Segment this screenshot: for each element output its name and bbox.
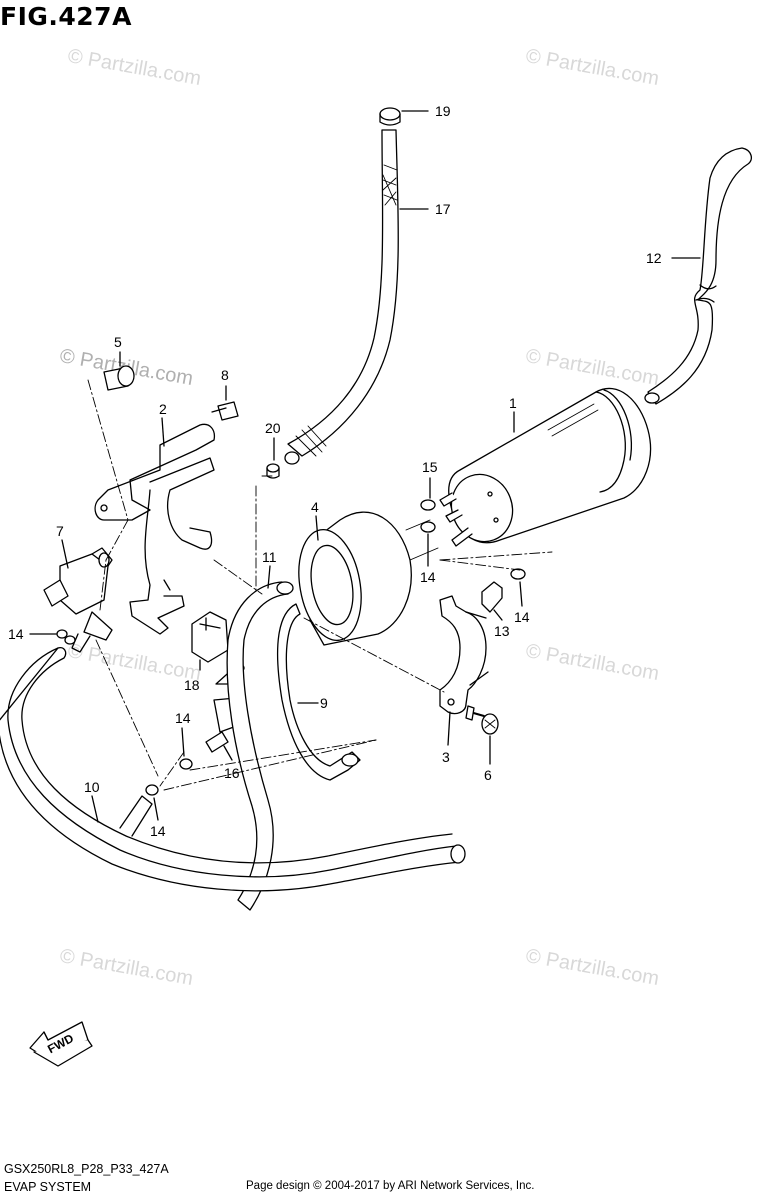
callout-9: 9 [320,695,328,711]
callout-8: 8 [221,367,229,383]
solenoid-valve-7 [43,547,113,653]
clamp-20 [266,463,280,479]
connector-18 [191,611,229,663]
screw-6 [465,705,499,735]
callout-5: 5 [114,334,122,350]
callout-6: 6 [484,767,492,783]
bracket-3 [439,595,489,715]
clamp-14 [510,568,526,580]
credit-text: Page design © 2004-2017 by ARI Network S… [246,1180,535,1192]
callout-12: 12 [646,250,662,266]
callout-10: 10 [84,779,100,795]
section-name: EVAP SYSTEM [4,1180,92,1194]
callout-14: 14 [150,823,166,839]
callout-20: 20 [265,420,281,436]
clip-8 [211,401,239,421]
figure-title: FIG.427A [0,2,132,31]
callout-1: 1 [509,395,517,411]
bracket-2 [94,423,216,635]
callout-11: 11 [262,549,277,565]
callout-labels: 1 2 3 4 5 6 7 8 9 10 11 12 13 14 14 14 1… [8,103,662,1056]
clamp-14 [56,629,76,645]
clamp-14 [145,784,159,796]
fwd-arrow-icon [29,1021,93,1067]
hose-9 [276,603,361,781]
vent-hose-17 [284,129,399,465]
callout-19: 19 [435,103,451,119]
callout-3: 3 [442,749,450,765]
clamp-19 [379,107,401,126]
callout-4: 4 [311,499,319,515]
hose-11 [226,581,294,911]
clamp-14 [179,758,193,770]
callout-14: 14 [420,569,436,585]
callout-16: 16 [224,765,240,781]
clamp-15 [420,499,436,511]
guide-lines [87,379,553,791]
hose-12 [644,147,753,405]
callout-13: 13 [494,623,510,639]
callout-17: 17 [435,201,451,217]
bolt-5 [103,365,135,391]
diagram-code: GSX250RL8_P28_P33_427A [4,1162,169,1176]
callout-14: 14 [8,626,24,642]
clamp-14 [420,521,436,533]
callout-18: 18 [184,677,200,693]
callout-14: 14 [514,609,530,625]
holder-ring-4 [298,511,439,646]
callout-7: 7 [56,523,64,539]
callout-15: 15 [422,459,438,475]
callout-14: 14 [175,710,191,726]
callout-2: 2 [159,401,167,417]
canister-1 [439,387,652,547]
cap-13 [481,581,503,613]
